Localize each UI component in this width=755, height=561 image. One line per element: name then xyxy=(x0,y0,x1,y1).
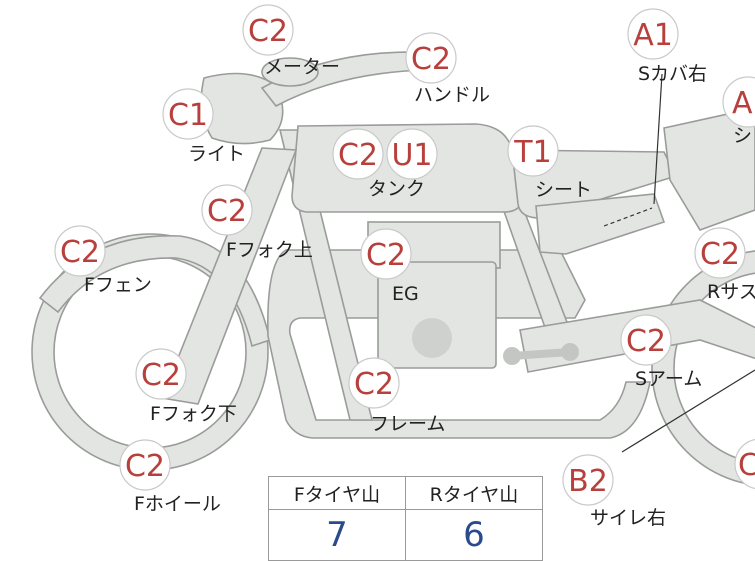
part-front-fork-upper: C2 Fフォク上 xyxy=(207,194,313,261)
front-tire-tread-header: Fタイヤ山 xyxy=(268,476,406,510)
grade-meter: C2 xyxy=(248,14,288,49)
label-rear-suspension-partial: Rサス xyxy=(707,281,755,303)
label-rear-seat-partial: シ xyxy=(733,125,752,147)
meter-shape xyxy=(261,57,319,87)
label-front-fork-lower: Fフォク下 xyxy=(150,403,237,425)
part-rear-seat-partial: A シ xyxy=(732,86,753,147)
grade-seat: T1 xyxy=(513,135,551,170)
grade-rear-suspension-partial: C2 xyxy=(700,237,740,272)
part-frame: C2 フレーム xyxy=(354,367,445,435)
grade-badges xyxy=(54,4,755,506)
part-seat: T1 シート xyxy=(513,135,592,201)
label-light: ライト xyxy=(188,143,245,165)
label-engine: EG xyxy=(392,283,419,305)
part-meter: C2 メーター xyxy=(248,14,340,78)
label-meter: メーター xyxy=(264,56,340,78)
side-cover-shape xyxy=(535,193,666,255)
part-engine: C2 EG xyxy=(366,238,419,305)
grade-front-fork-upper: C2 xyxy=(207,194,247,229)
grade-front-wheel: C2 xyxy=(125,449,165,484)
part-front-fork-lower: C2 Fフォク下 xyxy=(141,358,237,425)
label-tank: タンク xyxy=(368,178,425,200)
part-handle: C2 ハンドル xyxy=(411,42,490,106)
part-silencer-right: B2 サイレ右 xyxy=(568,464,666,529)
part-rear-suspension-partial: C2 Rサス xyxy=(700,237,755,303)
part-front-wheel: C2 Fホイール xyxy=(125,449,221,515)
grade-handle: C2 xyxy=(411,42,451,77)
grade-silencer-right: B2 xyxy=(568,464,608,499)
label-front-wheel: Fホイール xyxy=(134,493,221,515)
part-front-fender: C2 Fフェン xyxy=(60,235,152,296)
label-frame: フレーム xyxy=(370,413,445,435)
part-s-cover-right: A1 Sカバ右 xyxy=(633,18,707,85)
rear-tire-tread-header: Rタイヤ山 xyxy=(405,476,543,510)
grade-swing-arm: C2 xyxy=(626,324,666,359)
part-light: C1 ライト xyxy=(168,98,245,165)
part-rear-wheel-partial: C xyxy=(738,448,755,483)
grade-rear-wheel-partial: C xyxy=(738,448,755,483)
rear-tire-tread-value: 6 xyxy=(405,509,543,561)
seat-shape xyxy=(511,149,678,219)
front-fork-shape xyxy=(160,147,298,405)
label-silencer-right: サイレ右 xyxy=(590,507,666,529)
part-swing-arm: C2 Sアーム xyxy=(626,324,702,390)
tire-tread-table: Fタイヤ山 Rタイヤ山 7 6 xyxy=(268,476,543,561)
label-s-cover-right: Sカバ右 xyxy=(638,63,707,85)
label-handle: ハンドル xyxy=(414,84,490,106)
grade-frame: C2 xyxy=(354,367,394,402)
label-front-fork-upper: Fフォク上 xyxy=(226,239,313,261)
label-front-fender: Fフェン xyxy=(84,274,152,296)
part-tank: C2 U1 タンク xyxy=(338,138,433,200)
grade-front-fender: C2 xyxy=(60,235,100,270)
grade-front-fork-lower: C2 xyxy=(141,358,181,393)
grade-s-cover-right: A1 xyxy=(633,18,673,53)
label-seat: シート xyxy=(535,179,592,201)
grade-tank-1: C2 xyxy=(338,138,378,173)
grade-rear-seat-partial: A xyxy=(732,86,753,121)
front-tire-tread-value: 7 xyxy=(268,509,406,561)
grade-light: C1 xyxy=(168,98,208,133)
grade-tank-2: U1 xyxy=(391,138,432,173)
label-swing-arm: Sアーム xyxy=(635,368,702,390)
grade-engine: C2 xyxy=(366,238,406,273)
